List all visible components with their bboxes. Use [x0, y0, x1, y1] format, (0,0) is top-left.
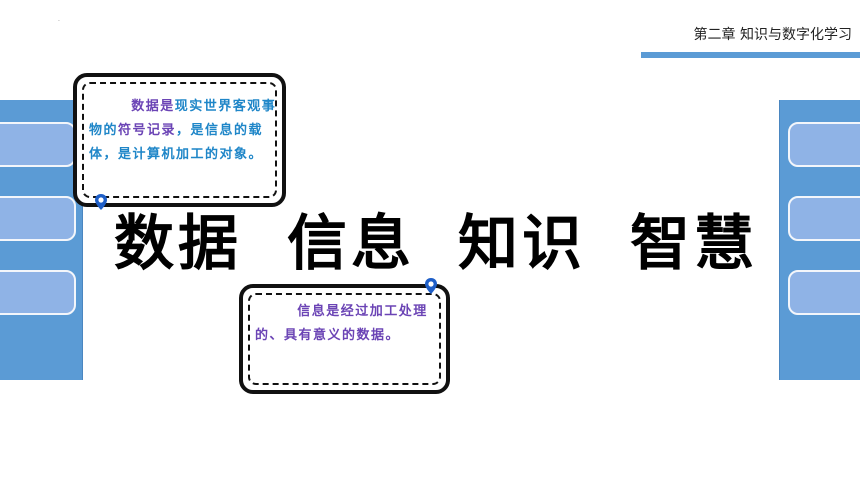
chapter-title: 第二章 知识与数字化学习 [693, 27, 852, 43]
right-tab-2[interactable] [788, 196, 860, 241]
concept-data: 数据 [114, 209, 242, 279]
bubble-dashed-border [248, 293, 441, 385]
left-tab-2[interactable] [0, 196, 76, 241]
bubble-dashed-border [82, 82, 277, 198]
location-pin-icon [95, 194, 107, 210]
concept-knowledge: 知识 [458, 209, 586, 279]
location-pin-icon [425, 278, 437, 294]
concept-wisdom: 智慧 [630, 209, 758, 279]
left-tab-1[interactable] [0, 122, 76, 167]
right-side-panel [779, 100, 860, 380]
concept-information: 信息 [287, 209, 415, 279]
data-definition-bubble: 数据是现实世界客观事物的符号记录，是信息的载体，是计算机加工的对象。 [73, 73, 286, 207]
right-tab-1[interactable] [788, 122, 860, 167]
right-tab-3[interactable] [788, 270, 860, 315]
information-definition-bubble: 信息是经过加工处理的、具有意义的数据。 [239, 284, 450, 394]
header-underline [641, 52, 860, 58]
information-definition-text: 信息是经过加工处理的、具有意义的数据。 [255, 304, 428, 343]
left-side-panel [0, 100, 83, 380]
decorative-dot: · [58, 18, 60, 25]
left-tab-3[interactable] [0, 270, 76, 315]
data-definition-text: 数据是现实世界客观事物的符号记录，是信息的载体，是计算机加工的对象。 [89, 99, 277, 162]
